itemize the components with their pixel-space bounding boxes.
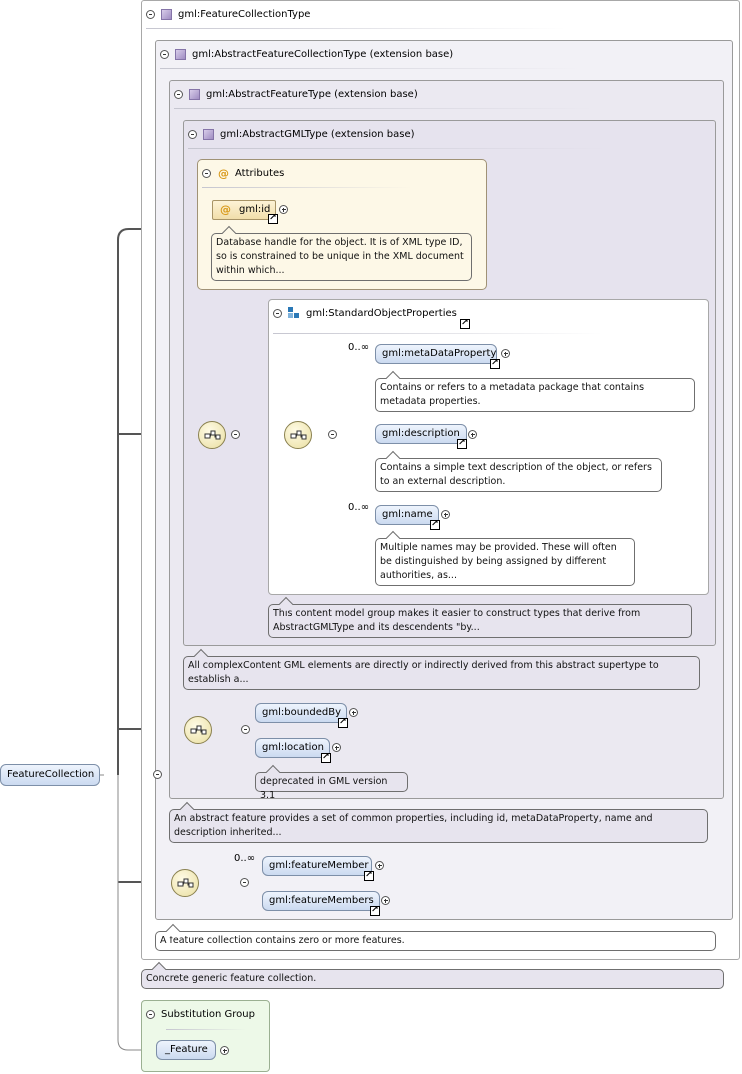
gml-id-doc: Database handle for the object. It is of… xyxy=(211,225,472,281)
occurrence-label: 0..∞ xyxy=(348,342,370,353)
abstract-gml-type-doc: All complexContent GML elements are dire… xyxy=(183,648,700,690)
expand-icon[interactable] xyxy=(441,510,450,519)
sequence-compositor-icon[interactable] xyxy=(184,716,212,744)
meta-data-property-element[interactable]: gml:metaDataProperty xyxy=(375,344,497,364)
substitution-group-title: Substitution Group xyxy=(161,1008,255,1020)
attributes-title: Attributes xyxy=(235,167,285,179)
complex-type-icon xyxy=(189,88,200,100)
standard-object-properties-title: gml:StandardObjectProperties xyxy=(306,307,457,319)
feature-collection-type-header: gml:FeatureCollectionType xyxy=(146,7,310,21)
occurrence-label: 0..∞ xyxy=(234,853,256,864)
collapse-icon[interactable] xyxy=(188,129,197,139)
attribute-icon: @ xyxy=(218,166,229,180)
description-doc: Contains a simple text description of th… xyxy=(375,450,662,492)
element-label: gml:boundedBy xyxy=(262,707,342,718)
feature-collection-type-doc: Concrete generic feature collection. xyxy=(141,961,724,989)
name-doc: Multiple names may be provided. These wi… xyxy=(375,530,635,586)
complex-type-icon xyxy=(175,48,186,60)
description-element[interactable]: gml:description xyxy=(375,424,467,444)
expand-icon[interactable] xyxy=(220,1046,229,1055)
feature-members-element[interactable]: gml:featureMembers xyxy=(262,891,380,911)
collapse-icon[interactable] xyxy=(174,89,183,99)
doc-text: All complexContent GML elements are dire… xyxy=(188,660,659,685)
reference-icon xyxy=(364,869,374,881)
collapse-icon[interactable] xyxy=(146,9,155,19)
abstract-feature-type-header: gml:AbstractFeatureType (extension base) xyxy=(174,87,418,101)
meta-data-property-doc: Contains or refers to a metadata package… xyxy=(375,370,695,412)
element-label: gml:location xyxy=(262,742,324,753)
sequence-compositor-icon[interactable] xyxy=(198,421,226,449)
expand-icon[interactable] xyxy=(375,861,384,870)
doc-text: deprecated in GML version 3.1 xyxy=(260,776,388,801)
sequence-compositor-icon[interactable] xyxy=(284,421,312,449)
element-label: gml:description xyxy=(382,428,460,439)
complex-type-icon xyxy=(161,8,172,20)
collapse-icon[interactable] xyxy=(202,168,211,178)
doc-text: A feature collection contains zero or mo… xyxy=(160,935,405,946)
expand-icon[interactable] xyxy=(332,743,341,752)
name-element[interactable]: gml:name xyxy=(375,505,439,525)
feature-collection-root-element[interactable]: FeatureCollection xyxy=(0,764,100,786)
expand-icon[interactable] xyxy=(468,430,477,439)
collapse-icon[interactable] xyxy=(152,770,162,779)
expand-icon[interactable] xyxy=(381,896,390,905)
standard-object-properties-doc: This content model group makes it easier… xyxy=(268,596,692,638)
abstract-feature-type-title: gml:AbstractFeatureType (extension base) xyxy=(206,88,418,100)
standard-object-properties-header: gml:StandardObjectProperties xyxy=(273,306,457,320)
abstract-feature-collection-type-header: gml:AbstractFeatureCollectionType (exten… xyxy=(160,47,453,61)
substitution-group-header: Substitution Group xyxy=(146,1007,255,1021)
substitution-group-box: Substitution Group xyxy=(141,1000,270,1072)
collapse-icon[interactable] xyxy=(146,1009,155,1019)
sequence-compositor-icon[interactable] xyxy=(171,869,199,897)
element-label: _Feature xyxy=(165,1044,208,1055)
element-label: gml:name xyxy=(382,509,433,520)
reference-icon xyxy=(338,716,348,728)
attribute-icon: @ xyxy=(220,203,231,216)
gml-id-label: gml:id xyxy=(239,204,271,215)
reference-icon xyxy=(490,357,500,369)
reference-icon xyxy=(460,317,470,329)
expand-icon[interactable] xyxy=(349,708,358,717)
doc-text: Concrete generic feature collection. xyxy=(146,973,317,984)
collapse-icon[interactable] xyxy=(273,308,282,318)
feature-collection-type-title: gml:FeatureCollectionType xyxy=(178,8,311,20)
gml-id-attribute[interactable]: @ gml:id xyxy=(212,200,276,220)
collapse-icon[interactable] xyxy=(160,49,169,59)
occurrence-label: 0..∞ xyxy=(348,502,370,513)
reference-icon xyxy=(457,437,467,449)
abstract-feature-collection-type-title: gml:AbstractFeatureCollectionType (exten… xyxy=(192,48,454,60)
complex-type-icon xyxy=(203,128,214,140)
element-label: gml:featureMember xyxy=(269,860,369,871)
reference-icon xyxy=(321,751,331,763)
doc-text: Contains or refers to a metadata package… xyxy=(380,382,645,407)
location-element[interactable]: gml:location xyxy=(255,738,330,758)
collapse-icon[interactable] xyxy=(231,430,240,439)
expand-icon[interactable] xyxy=(279,205,288,214)
abstract-feature-type-doc: An abstract feature provides a set of co… xyxy=(169,801,708,843)
attributes-header: @ Attributes xyxy=(202,166,284,180)
abstract-gml-type-header: gml:AbstractGMLType (extension base) xyxy=(188,127,415,141)
feature-substitution-element[interactable]: _Feature xyxy=(156,1040,216,1060)
element-label: gml:metaDataProperty xyxy=(382,348,497,359)
abstract-feature-collection-type-doc: A feature collection contains zero or mo… xyxy=(155,923,716,951)
collapse-icon[interactable] xyxy=(328,430,338,439)
feature-member-element[interactable]: gml:featureMember xyxy=(262,856,372,876)
doc-text: Multiple names may be provided. These wi… xyxy=(380,542,617,581)
element-label: gml:featureMembers xyxy=(269,895,374,906)
doc-text: This content model group makes it easier… xyxy=(273,608,641,633)
reference-icon xyxy=(430,518,440,530)
element-label: FeatureCollection xyxy=(7,769,95,780)
gml-id-doc-text: Database handle for the object. It is of… xyxy=(216,237,464,276)
abstract-gml-type-title: gml:AbstractGMLType (extension base) xyxy=(220,128,415,140)
expand-icon[interactable] xyxy=(501,349,510,358)
group-icon xyxy=(288,307,300,319)
collapse-icon[interactable] xyxy=(239,878,249,887)
collapse-icon[interactable] xyxy=(241,725,251,734)
reference-icon xyxy=(370,904,380,916)
doc-text: Contains a simple text description of th… xyxy=(380,462,652,487)
doc-text: An abstract feature provides a set of co… xyxy=(174,813,653,838)
reference-icon xyxy=(268,212,278,224)
bounded-by-element[interactable]: gml:boundedBy xyxy=(255,703,347,723)
location-doc: deprecated in GML version 3.1 xyxy=(255,764,408,801)
